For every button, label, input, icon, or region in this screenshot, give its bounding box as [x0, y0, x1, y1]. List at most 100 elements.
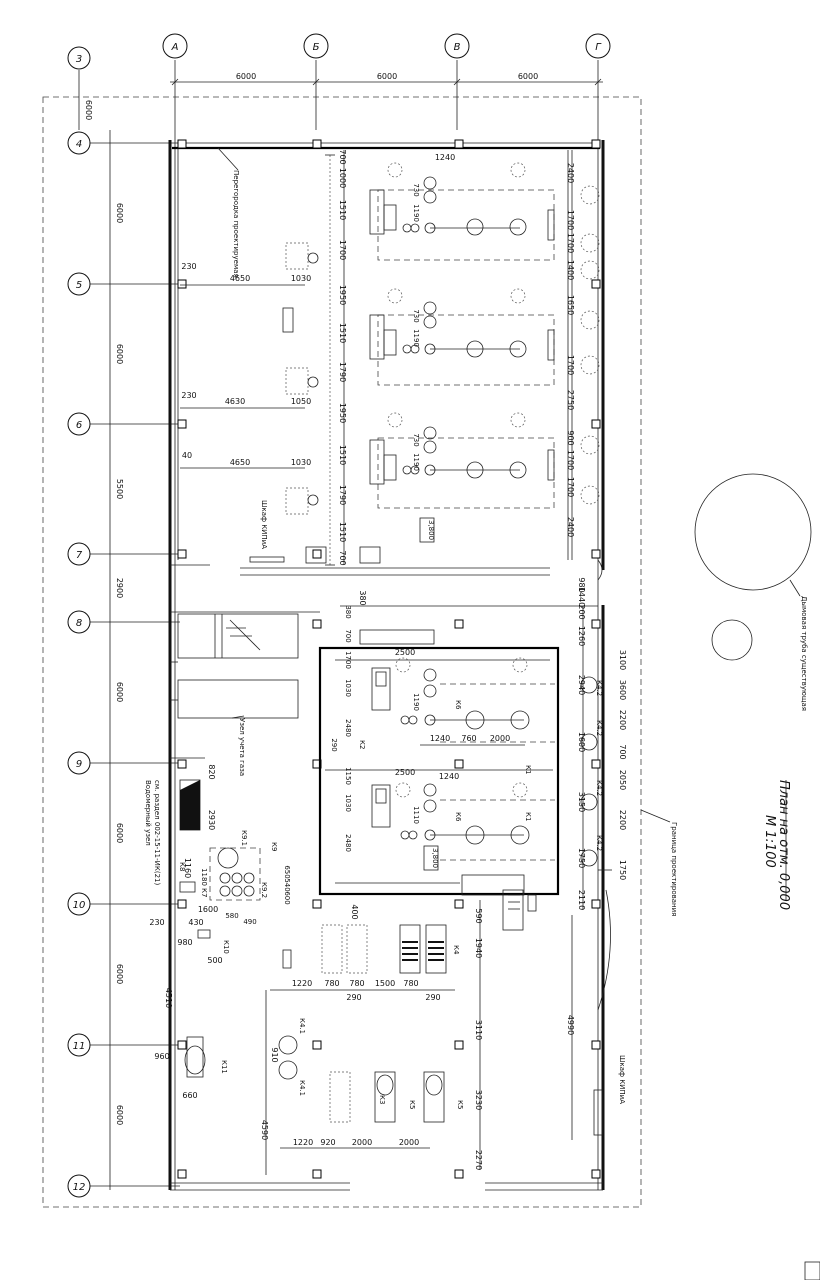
- dim-upper-left-2: 1510: [338, 200, 347, 220]
- dim-upper-left-10: 1510: [338, 522, 347, 542]
- design-boundary: [42, 96, 642, 1208]
- dim-upper-left-7: 1950: [338, 403, 347, 423]
- label-k6-lower: К6: [454, 812, 462, 822]
- dim-40: 40: [182, 451, 192, 460]
- dim-920: 920: [320, 1138, 335, 1147]
- axis-label-11: 11: [73, 1041, 86, 1052]
- axis-label-9: 9: [76, 759, 82, 770]
- dim-upper-left-9: 1790: [338, 485, 347, 505]
- dim-lower-right-1: 2940: [577, 675, 586, 695]
- label-k11: К11: [220, 1060, 228, 1074]
- dim-1220-b: 1220: [293, 1138, 313, 1147]
- dim-upper-small-2: 730: [412, 309, 420, 322]
- dim-lower-right-3: 1600: [577, 732, 586, 752]
- dim-misc-0: 650: [283, 865, 291, 878]
- axis-label-3: 3: [76, 54, 82, 65]
- label-k9: К9: [270, 842, 278, 851]
- label-k5-a: К5: [408, 1100, 416, 1109]
- dim-960: 960: [154, 1052, 169, 1061]
- dim-left-4-5: 6000: [115, 203, 124, 223]
- dim-1220-a: 1220: [292, 979, 312, 988]
- dim-misc-9: 1030: [344, 794, 352, 812]
- dim-4630: 4630: [225, 397, 245, 406]
- axis-label-10: 10: [73, 900, 86, 911]
- dim-4650-a: 4650: [230, 274, 250, 283]
- dim-upper-right-10: 2400: [566, 517, 575, 537]
- elevation-upper: 3,800: [427, 520, 435, 540]
- label-k42-a: К4.2: [595, 680, 603, 696]
- dim-3600: 3600: [618, 680, 627, 700]
- dim-top-bv: 6000: [377, 72, 397, 81]
- dim-1030-a: 1030: [291, 274, 311, 283]
- dim-lower-right-4: 700: [618, 744, 627, 759]
- label-k6-upper: К6: [454, 700, 462, 710]
- label-k42-c: К4.2: [595, 780, 603, 796]
- dim-lower-right-2: 2200: [618, 710, 627, 730]
- dim-290-b: 290: [425, 993, 440, 1002]
- dim-misc-2: 600: [283, 891, 291, 904]
- label-k41-a: К4.1: [298, 1018, 306, 1034]
- dim-780-c: 780: [403, 979, 418, 988]
- dim-lower-right-5: 2050: [618, 770, 627, 790]
- dim-upper-right-0: 2400: [566, 163, 575, 183]
- dim-1050: 1050: [291, 397, 311, 406]
- dim-lower-right-14: 1260: [577, 626, 586, 646]
- dim-left-10-11: 6000: [115, 964, 124, 984]
- dim-230-lower: 230: [149, 918, 164, 927]
- label-k2: К2: [358, 740, 366, 749]
- dim-1240-lower-a: 1240: [430, 734, 450, 743]
- dim-230-b: 230: [181, 391, 196, 400]
- dim-290-a: 290: [346, 993, 361, 1002]
- dim-4510: 4510: [164, 988, 173, 1008]
- elevation-lower: 3,800: [431, 848, 439, 868]
- label-k41-b: К4.1: [298, 1080, 306, 1096]
- dim-misc-16: 380: [344, 605, 352, 618]
- dim-590: 590: [474, 908, 483, 923]
- label-k42-d: К4.2: [595, 835, 603, 851]
- axis-marker-v: [444, 33, 470, 59]
- axis-marker-g: [585, 33, 611, 59]
- dim-upper-right-3: 1400: [566, 260, 575, 280]
- dim-upper-right-8: 1700: [566, 450, 575, 470]
- label-k10: К10: [222, 940, 230, 954]
- dim-upper-right-5: 1700: [566, 355, 575, 375]
- dim-4990: 4990: [566, 1015, 575, 1035]
- dim-left-7-8: 2900: [115, 578, 124, 598]
- dim-910: 910: [270, 1047, 279, 1062]
- dim-misc-3: 490: [243, 918, 256, 926]
- lower-hall: 3,800: [144, 577, 627, 1175]
- dim-3-4: 6000: [84, 100, 93, 120]
- dim-left-9-10: 6000: [115, 823, 124, 843]
- label-k42-b: К4.2: [595, 720, 603, 736]
- dim-misc-11: 290: [330, 738, 338, 751]
- axis-label-12: 12: [73, 1182, 86, 1193]
- dim-left-6-7: 5500: [115, 479, 124, 499]
- dim-lower-right-6: 3150: [577, 792, 586, 812]
- dim-misc-1: 540: [283, 878, 291, 891]
- dim-lower-right-15: 200: [577, 604, 586, 619]
- dim-760: 760: [461, 734, 476, 743]
- dim-misc-6: 1150: [344, 767, 352, 785]
- dim-upper-right-4: 1650: [566, 295, 575, 315]
- dim-misc-12: 1110: [412, 806, 420, 824]
- dim-2000-a: 2000: [352, 1138, 372, 1147]
- dim-top-vg: 6000: [518, 72, 538, 81]
- dim-misc-4: 580: [225, 912, 238, 920]
- dim-2500-b: 2500: [395, 768, 415, 777]
- dim-misc-14: 700: [344, 629, 352, 642]
- dim-780-b: 780: [349, 979, 364, 988]
- building-walls: [168, 140, 612, 1191]
- label-vodomerny-ref: см. раздел 002-15-11-ИК(21): [153, 780, 161, 885]
- dim-upper-left-1: 1000: [338, 168, 347, 188]
- dim-upper-left-6: 1790: [338, 362, 347, 382]
- label-k5-b: К5: [456, 1100, 464, 1109]
- axis-marker-a: [162, 33, 188, 59]
- dim-lower-right-10: 2110: [577, 890, 586, 910]
- dim-lower-right-0: 3100: [618, 650, 627, 670]
- dim-misc-15: 1700: [344, 651, 352, 669]
- label-k7: К7: [200, 888, 208, 897]
- right-annotations: Дымовая труба существующая Граница проек…: [640, 473, 820, 1280]
- axis-label-g: Г: [595, 42, 602, 53]
- dim-misc-10: 2480: [344, 834, 352, 852]
